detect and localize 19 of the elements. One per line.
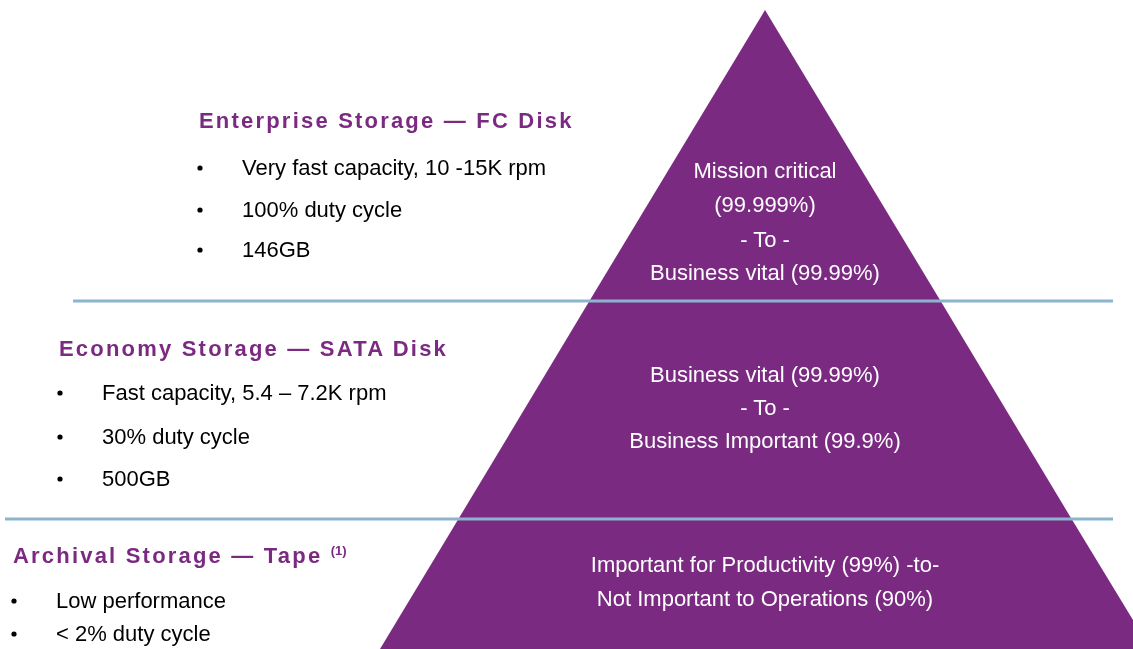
bullet-text: 30% duty cycle	[102, 424, 250, 450]
tier-label: Business vital (99.99%)	[650, 361, 880, 389]
section-heading: Archival Storage — Tape $^{(1)}$	[13, 543, 347, 570]
bullet-text: Fast capacity, 5.4 – 7.2K rpm	[102, 380, 387, 406]
section-heading: Enterprise Storage — FC Disk	[199, 108, 574, 134]
tier-label: Important for Productivity (99%) -to-	[590, 551, 940, 579]
section-heading: Economy Storage — SATA Disk	[59, 336, 449, 362]
bullet-text: Low performance	[56, 588, 226, 614]
tier-label: Not Important to Operations (90%)	[596, 585, 934, 613]
bullet-text: 100% duty cycle	[242, 197, 403, 223]
tier-label: Mission critical (99.999%)	[692, 157, 838, 219]
bullet-text: < 2% duty cycle	[56, 621, 211, 647]
tier-label: - To -	[740, 226, 790, 254]
bullet-text: Very fast capacity, 10 -15K rpm	[242, 155, 547, 181]
tier-label: Business vital (99.99%)	[650, 259, 880, 287]
tier-label: Business Important (99.9%)	[629, 427, 901, 455]
tier-label: - To -	[740, 394, 790, 422]
bullet-text: 500GB	[102, 466, 171, 492]
bullet-text: 146GB	[242, 237, 311, 263]
